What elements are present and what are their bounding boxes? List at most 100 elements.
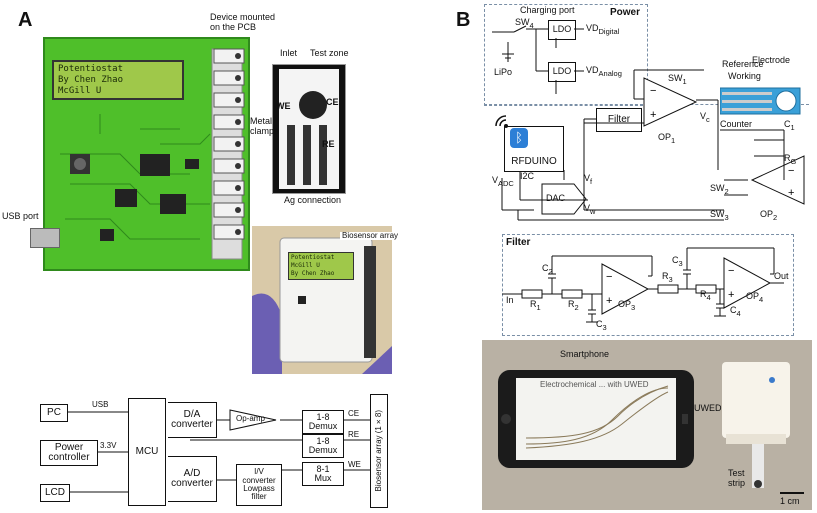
sw4-label: SW4 — [515, 17, 534, 30]
panel-a-letter: A — [18, 9, 33, 31]
usb-connector — [30, 228, 60, 248]
sw2-label: SW2 — [710, 183, 729, 196]
vadc-label: VADC — [492, 175, 514, 188]
lcd-line-2: By Chen Zhao — [58, 75, 124, 85]
pcb-lcd: Potentiostat By Chen Zhao McGill U — [52, 60, 184, 100]
filter-wires: − + − + — [502, 247, 784, 323]
inlet-label: Inlet — [280, 48, 298, 58]
biosensor-array-block-label: Biosensor array (1×8) — [373, 410, 383, 492]
svg-text:+: + — [728, 289, 734, 301]
re-label: RE — [322, 139, 335, 149]
pcb-connector-strip — [212, 45, 248, 245]
opamp-label: Op-amp — [236, 414, 265, 423]
device-lcd: Potentiostat McGill U By Chen Zhao — [288, 252, 354, 280]
smartphone-photo — [482, 340, 812, 510]
power-wires — [492, 25, 584, 94]
panel-b-letter: B — [456, 9, 471, 31]
device-lcd-line-2: McGill U — [291, 262, 320, 269]
sw3-label: SW3 — [710, 209, 729, 222]
scale-bar-label: 1 cm — [780, 496, 800, 506]
svg-text:+: + — [606, 295, 612, 307]
svg-text:+: + — [788, 187, 794, 199]
r1-label: R1 — [530, 299, 541, 312]
svg-text:−: − — [788, 165, 794, 177]
iv-converter-block: I/V converter Lowpass filter — [236, 464, 282, 506]
svg-text:−: − — [728, 265, 734, 277]
mcu-block: MCU — [128, 398, 166, 506]
c4-label: C4 — [730, 305, 741, 318]
svg-text:−: − — [606, 271, 612, 283]
pc-block: PC — [40, 404, 68, 422]
lcd-block: LCD — [40, 484, 70, 502]
block-diagram-a: PC USB Power controller 3.3V LCD MCU D/A… — [40, 390, 395, 510]
dac-symbol — [541, 183, 587, 215]
lcd-line-1: Potentiostat — [58, 64, 124, 74]
op2-symbol: − + — [750, 155, 805, 205]
usb-link-label: USB — [92, 400, 109, 409]
re-link-label: RE — [348, 430, 360, 439]
smartphone-label: Smartphone — [560, 349, 610, 359]
c2-label: C2 — [542, 263, 553, 276]
device-mounted-label: Device mounted on the PCB — [210, 12, 276, 32]
we-label: WE — [276, 101, 291, 111]
charging-port-label: Charging port — [520, 5, 575, 15]
scale-bar — [780, 492, 804, 494]
wifi-icon — [492, 112, 512, 132]
uwed-label: UWED — [694, 403, 722, 413]
op1-symbol: − + — [643, 77, 698, 127]
vw-label: Vw — [584, 203, 596, 216]
rg-label: RG — [784, 153, 797, 166]
vd-digital-label: VDDigital — [586, 23, 620, 36]
r2-label: R2 — [568, 299, 579, 312]
ad-converter-block: A/D converter — [168, 456, 217, 502]
bluetooth-icon: ᛒ — [510, 128, 528, 148]
svg-text:−: − — [650, 85, 656, 97]
screen-title: Electrochemical ... with UWED — [540, 380, 649, 389]
r4-label: R4 — [700, 289, 711, 302]
electrode-graphic — [719, 86, 804, 116]
biosensor-array-label: Biosensor array — [340, 231, 401, 240]
c1-label: C1 — [784, 119, 795, 132]
handheld-device-photo — [252, 226, 392, 374]
lcd-line-3: McGill U — [58, 86, 102, 96]
test-strip-label: Test strip — [728, 468, 746, 488]
filter-title: Filter — [506, 237, 531, 248]
electrode-label: Electrode — [752, 55, 791, 65]
block-diagram-wires — [68, 409, 370, 493]
biosensor-array-block: Biosensor array (1×8) — [370, 394, 388, 508]
counter-label: Counter — [720, 119, 753, 129]
i2c-label: I2C — [520, 171, 535, 181]
svg-text:+: + — [650, 109, 656, 121]
ce-label: CE — [326, 97, 339, 107]
device-lcd-line-3: By Chen Zhao — [291, 270, 335, 277]
v33-label: 3.3V — [100, 441, 117, 450]
device-lcd-line-1: Potentiostat — [291, 254, 335, 261]
demux1-block: 1-8 Demux — [302, 410, 344, 434]
filter-in-label: In — [506, 295, 514, 305]
op4-label: OP4 — [746, 291, 764, 304]
we-link-label: WE — [348, 460, 361, 469]
sensor-zoom-photo — [272, 64, 346, 194]
filter-section — [502, 234, 794, 336]
ldo2-block: LDO — [548, 62, 576, 82]
da-converter-block: D/A converter — [168, 402, 217, 438]
test-zone-label: Test zone — [310, 48, 349, 58]
metal-clamps-label: Metal clamps — [250, 116, 279, 136]
op3-label: OP3 — [618, 299, 636, 312]
rfduino-block: RFDUINO — [504, 126, 564, 172]
power-controller-block: Power controller — [40, 440, 98, 466]
usb-port-label: USB port — [2, 211, 39, 221]
power-title: Power — [610, 7, 641, 18]
working-label: Working — [728, 71, 761, 81]
dac-label: DAC — [546, 193, 566, 203]
c3a-label: C3 — [596, 319, 607, 332]
ag-connection-label: Ag connection — [284, 195, 342, 205]
filter-out-label: Out — [774, 271, 789, 281]
main-circuit-wires — [501, 69, 785, 221]
op2-label: OP2 — [760, 209, 778, 222]
vd-analog-label: VDAnalog — [586, 65, 622, 78]
power-section — [484, 4, 648, 106]
op1-label: OP1 — [658, 132, 676, 145]
demux2-block: 1-8 Demux — [302, 434, 344, 458]
ce-link-label: CE — [348, 409, 360, 418]
